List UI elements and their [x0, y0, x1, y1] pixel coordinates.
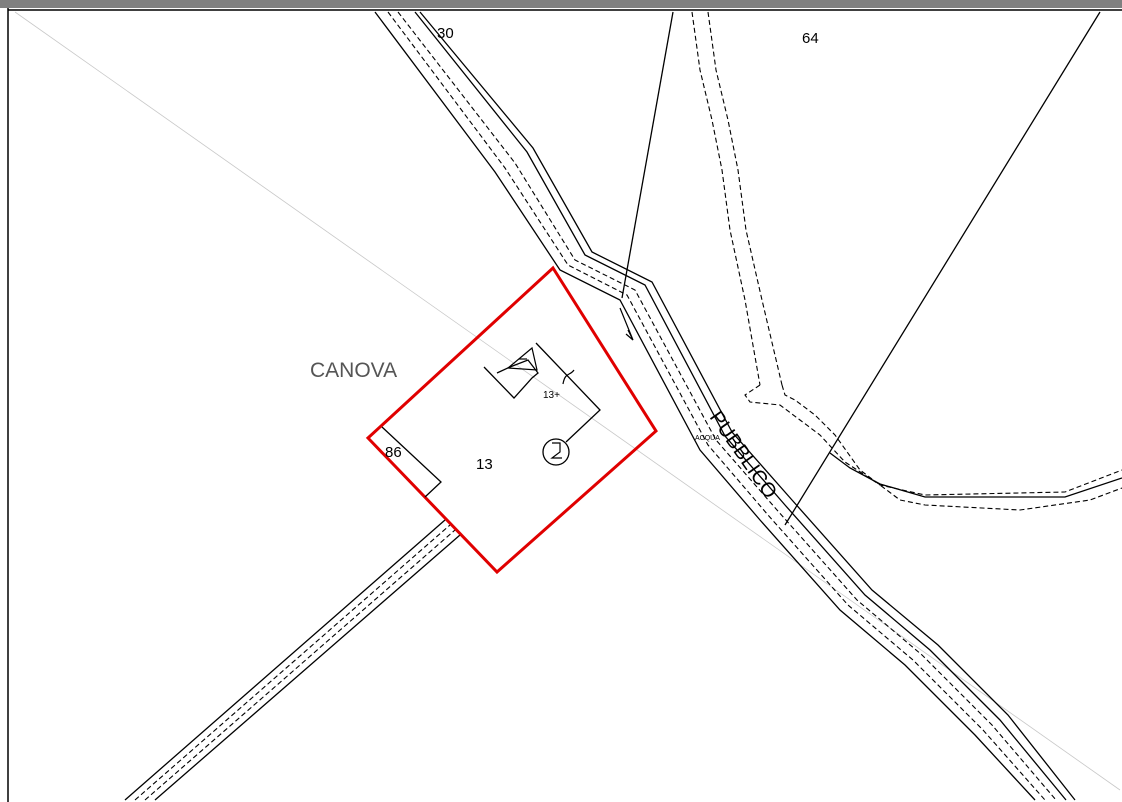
building-86-outline	[381, 426, 442, 498]
circle-cross-icon	[542, 438, 570, 466]
highlighted-parcel	[365, 265, 658, 575]
secondary-road	[124, 519, 461, 801]
building-label-13-plus: 13+	[543, 390, 560, 401]
parcel-label-64: 64	[802, 30, 819, 47]
water-label: ACQUA	[695, 435, 720, 442]
main-road	[374, 11, 1076, 801]
tilde-icon	[562, 369, 575, 385]
top-bar	[0, 0, 1122, 8]
arrow-icon	[619, 307, 634, 341]
parcel-line-1	[621, 11, 674, 299]
place-label-canova: CANOVA	[310, 359, 397, 382]
building-outline-2	[535, 342, 601, 443]
parcel-label-13: 13	[476, 456, 493, 473]
parcel-label-86: 86	[385, 444, 402, 461]
parcel-line-2	[784, 11, 1101, 526]
dashed-track	[691, 11, 1122, 511]
triangle-minus-icon	[506, 346, 538, 371]
faint-diagonal-line	[14, 11, 1121, 791]
parcel-label-30: 30	[437, 25, 454, 42]
